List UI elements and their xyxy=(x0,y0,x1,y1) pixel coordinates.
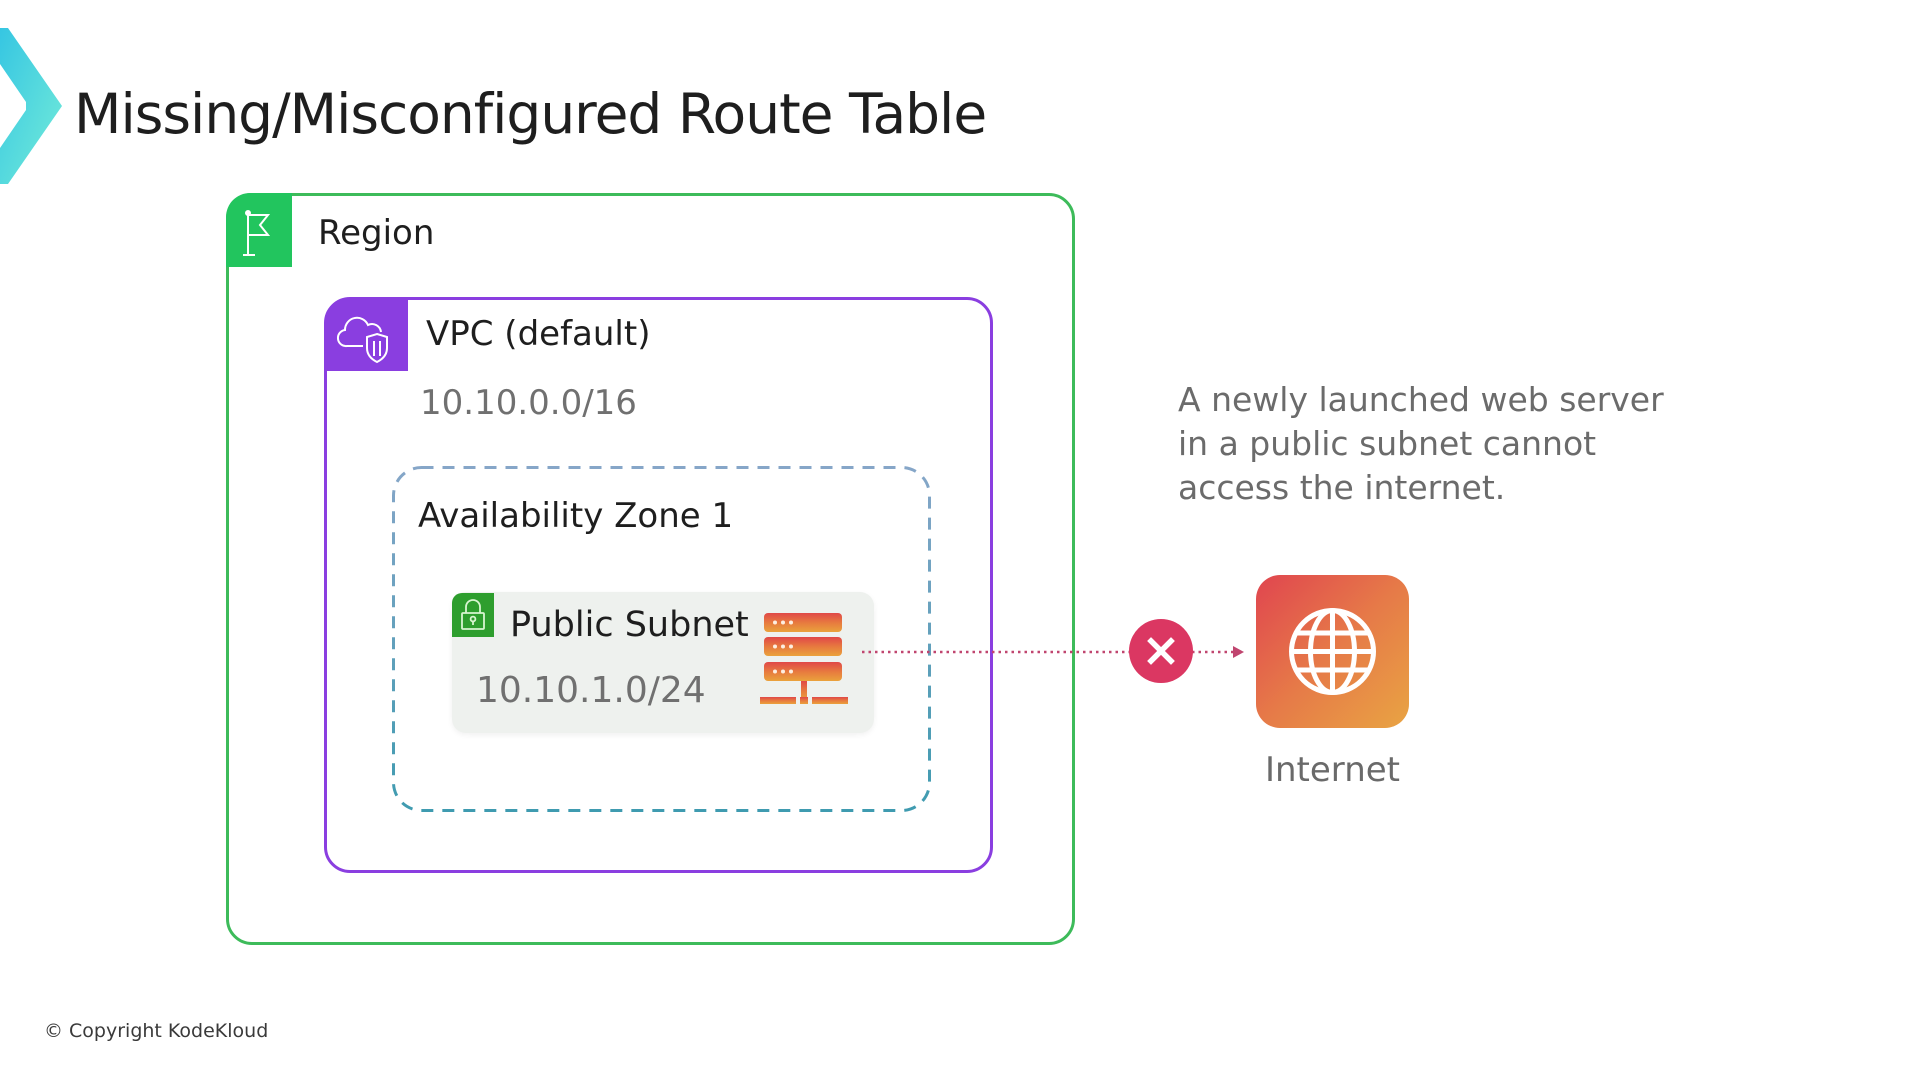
description-line: access the internet. xyxy=(1178,468,1506,507)
availability-zone-label: Availability Zone 1 xyxy=(418,496,734,536)
subnet-badge xyxy=(452,593,494,637)
region-label: Region xyxy=(318,213,435,253)
connection-arrow xyxy=(862,646,1244,658)
description-line: A newly launched web server xyxy=(1178,380,1664,419)
region-container xyxy=(226,193,1075,945)
description-text: A newly launched web server in a public … xyxy=(1178,378,1738,510)
brand-chevron-icon xyxy=(0,28,62,184)
vpc-cidr: 10.10.0.0/16 xyxy=(420,383,637,423)
vpc-badge xyxy=(325,298,408,371)
arrow-head-icon xyxy=(1233,646,1244,658)
flag-icon xyxy=(243,210,271,256)
globe-icon xyxy=(1289,608,1376,695)
subnet-label: Public Subnet xyxy=(510,605,749,645)
vpc-label: VPC (default) xyxy=(426,314,651,354)
slide-title: Missing/Misconfigured Route Table xyxy=(74,82,987,146)
description-line: in a public subnet cannot xyxy=(1178,424,1597,463)
copyright-notice: © Copyright KodeKloud xyxy=(44,1020,269,1042)
region-badge xyxy=(226,193,292,267)
server-icon[interactable] xyxy=(760,612,848,706)
availability-zone-container xyxy=(392,466,931,812)
internet-tile[interactable] xyxy=(1256,575,1409,728)
subnet-cidr: 10.10.1.0/24 xyxy=(476,670,706,711)
lock-icon xyxy=(461,599,485,630)
cloud-shield-icon xyxy=(336,316,388,364)
x-circle-icon xyxy=(1129,619,1193,683)
vpc-container xyxy=(324,297,993,873)
internet-label: Internet xyxy=(1264,750,1400,790)
